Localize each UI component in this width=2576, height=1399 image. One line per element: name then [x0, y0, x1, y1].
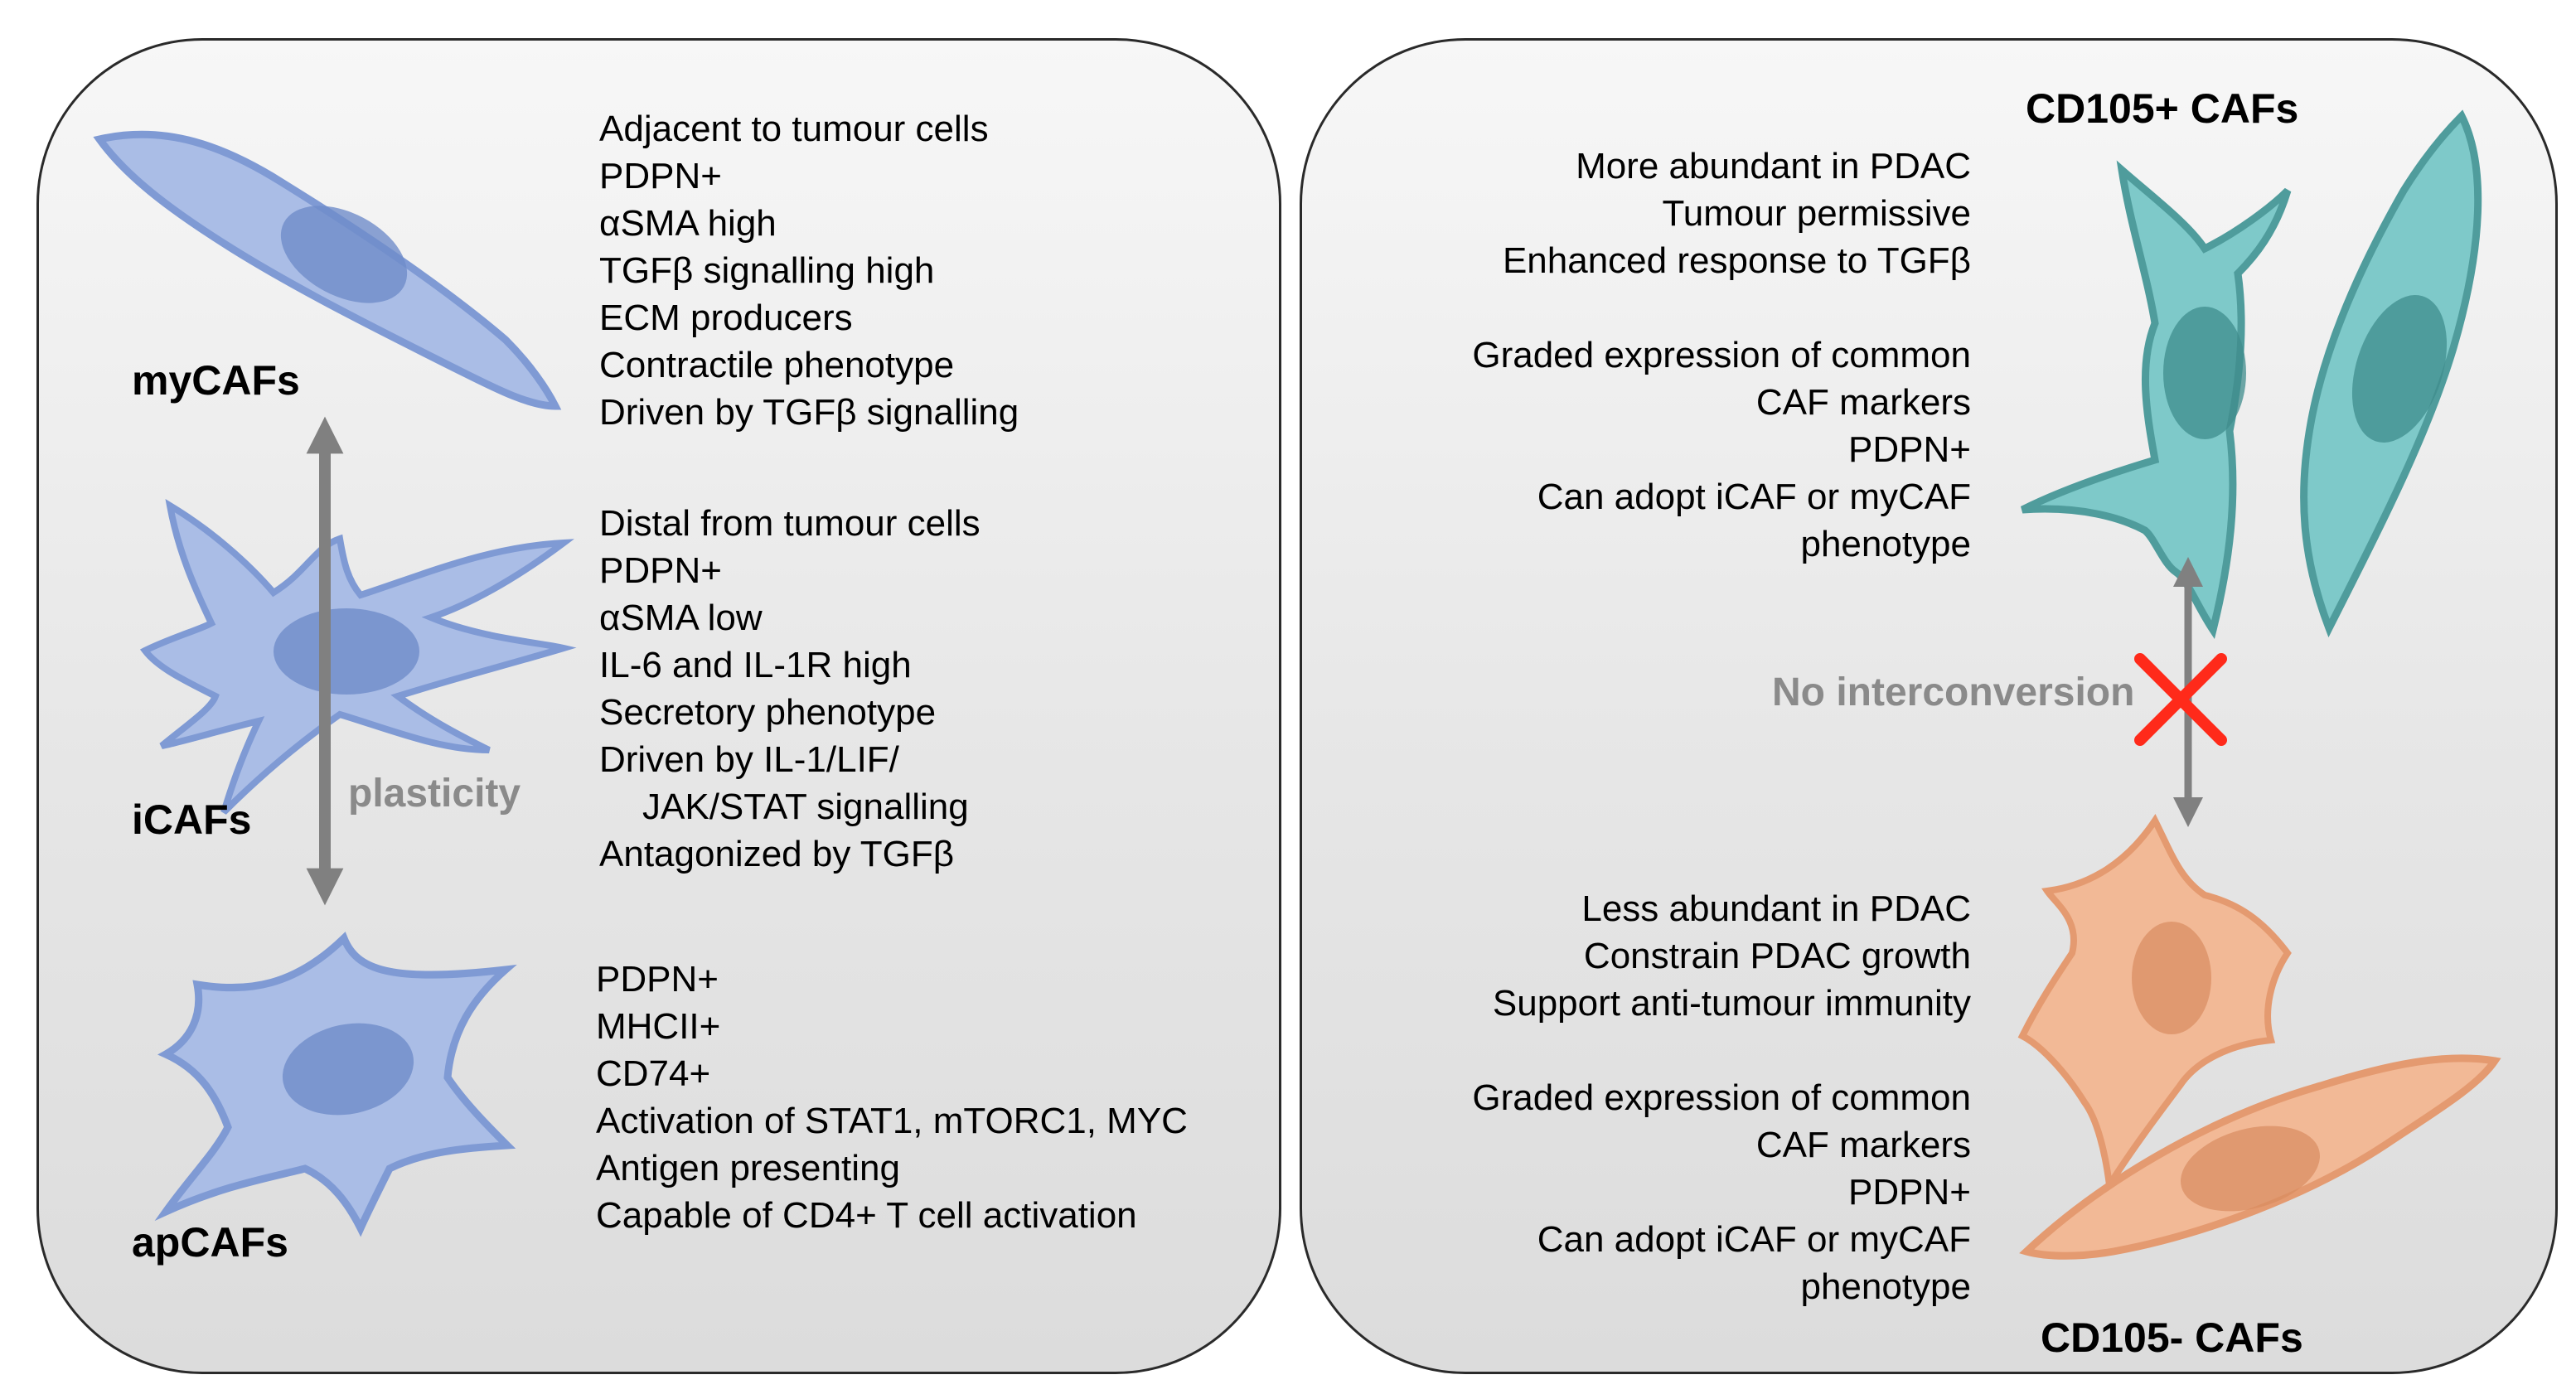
cd105-neg-line: phenotype — [1800, 1266, 1971, 1307]
apcafs-line: Activation of STAT1, mTORC1, MYC — [596, 1101, 1188, 1141]
icafs-line: Antagonized by TGFβ — [599, 834, 955, 874]
apcafs-line: MHCII+ — [596, 1006, 721, 1047]
cd105-neg-line: Graded expression of common — [1472, 1077, 1971, 1118]
mycafs-line: Driven by TGFβ signalling — [599, 392, 1019, 433]
cd105-pos-line: Can adopt iCAF or myCAF — [1537, 477, 1971, 517]
cd105-pos-line: Enhanced response to TGFβ — [1502, 240, 1971, 281]
no-interconversion-label: No interconversion — [1772, 670, 2135, 714]
cd105-neg-line: Can adopt iCAF or myCAF — [1537, 1219, 1971, 1260]
cd105-neg-line: Less abundant in PDAC — [1581, 888, 1971, 929]
mycafs-line: PDPN+ — [599, 156, 722, 196]
mycafs-label: myCAFs — [132, 357, 300, 404]
icafs-line: Secretory phenotype — [599, 692, 937, 733]
icaf-cell-icon — [139, 499, 577, 815]
icafs-line: Driven by IL-1/LIF/ — [599, 739, 899, 780]
cd105-pos-line: PDPN+ — [1848, 429, 1971, 470]
cd105-pos-line: More abundant in PDAC — [1576, 146, 1971, 186]
cd105-neg-line: PDPN+ — [1848, 1172, 1971, 1213]
cd105-pos-line: phenotype — [1800, 524, 1971, 564]
mycafs-line: αSMA high — [599, 203, 777, 244]
cd105-pos-line: Tumour permissive — [1662, 193, 1971, 234]
icafs-line: PDPN+ — [599, 550, 722, 591]
icafs-line: JAK/STAT signalling — [642, 787, 969, 827]
icafs-line: Distal from tumour cells — [599, 503, 981, 544]
cd105-neg-line: Support anti-tumour immunity — [1492, 983, 1971, 1024]
cd105-neg-line: Constrain PDAC growth — [1583, 936, 1971, 976]
cd105-neg-line: CAF markers — [1755, 1125, 1971, 1165]
cd105-pos-line: Graded expression of common — [1472, 335, 1971, 375]
mycafs-line: ECM producers — [599, 298, 853, 338]
apcafs-line: PDPN+ — [596, 959, 719, 1000]
mycafs-line: Contractile phenotype — [599, 345, 955, 385]
icafs-line: αSMA low — [599, 598, 763, 638]
icafs-line: IL-6 and IL-1R high — [599, 645, 912, 685]
mycafs-line: Adjacent to tumour cells — [599, 109, 989, 149]
mycafs-line: TGFβ signalling high — [599, 250, 935, 291]
red-cross-icon — [2134, 653, 2227, 746]
cd105-neg-label: CD105- CAFs — [2041, 1314, 2303, 1361]
plasticity-label: plasticity — [348, 772, 521, 816]
cd105-pos-label: CD105+ CAFs — [2026, 85, 2299, 132]
icafs-label: iCAFs — [132, 796, 252, 843]
apcafs-line: Antigen presenting — [596, 1148, 900, 1188]
apcafs-line: CD74+ — [596, 1053, 711, 1094]
apcafs-label: apCAFs — [132, 1219, 288, 1266]
apcafs-line: Capable of CD4+ T cell activation — [596, 1195, 1137, 1236]
apcaf-cell-icon — [154, 932, 517, 1237]
mycaf-cell-icon — [93, 130, 562, 410]
cd105-pos-line: CAF markers — [1755, 382, 1971, 423]
cd105-neg-cell-icon — [2017, 814, 2501, 1260]
cd105-pos-cell-icon — [2020, 109, 2482, 639]
